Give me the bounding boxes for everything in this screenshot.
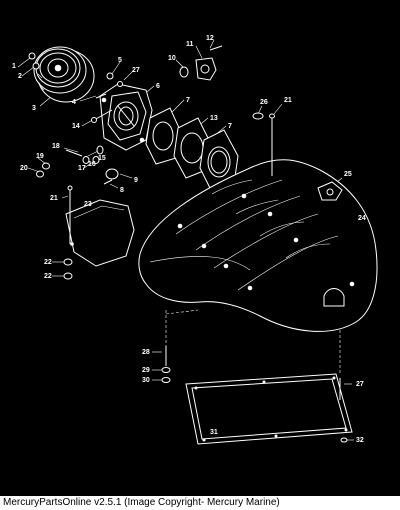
part-number: 20: [20, 165, 28, 172]
lower-stud-drawing: [161, 346, 171, 383]
part-number: 32: [356, 437, 364, 444]
part-number: 9: [134, 177, 138, 184]
part-number: 4: [72, 99, 76, 106]
part-number: 26: [260, 99, 268, 106]
part-number: 27: [132, 67, 140, 74]
part-number: 24: [358, 215, 366, 222]
part-number: 17: [78, 165, 86, 172]
part-number: 21: [284, 97, 292, 104]
exploded-parts-diagram: 1 2 3 4 5 6 7 7 8 9 10 11 12 13 14 15 16…: [12, 35, 378, 445]
fastener-drawings: [36, 145, 119, 185]
part-number: 22: [44, 273, 52, 280]
part-number: 13: [210, 115, 218, 122]
part-number: 7: [228, 123, 232, 130]
sensor-drawing: [179, 45, 223, 81]
part-number: 25: [344, 171, 352, 178]
pulley-drawing: [28, 46, 95, 103]
part-number: 10: [168, 55, 176, 62]
part-number: 7: [186, 97, 190, 104]
part-number: 2: [18, 73, 22, 80]
part-number: 28: [142, 349, 150, 356]
plate-gasket-drawing: [185, 373, 353, 445]
part-number-labels: 1 2 3 4 5 6 7 7 8 9 10 11 12 13 14 15 16…: [12, 35, 366, 444]
copyright-caption: MercuryPartsOnline v2.5.1 (Image Copyrig…: [0, 496, 400, 510]
part-number: 12: [206, 35, 214, 42]
gasket-drawings: [145, 107, 239, 193]
part-number: 6: [156, 83, 160, 90]
clip-drawing: [317, 181, 343, 201]
part-number: 23: [84, 201, 92, 208]
part-number: 8: [120, 187, 124, 194]
part-number: 3: [32, 105, 36, 112]
part-number: 19: [36, 153, 44, 160]
stud-drawing: [252, 112, 275, 176]
part-number: 21: [50, 195, 58, 202]
throttle-body-drawing: [91, 72, 153, 151]
part-number: 5: [118, 57, 122, 64]
part-number: 27: [356, 381, 364, 388]
part-number: 22: [44, 259, 52, 266]
part-number: 29: [142, 367, 150, 374]
part-number: 16: [88, 161, 96, 168]
part-number: 11: [186, 41, 194, 48]
part-number: 18: [52, 143, 60, 150]
part-number: 14: [72, 123, 80, 130]
part-number: 1: [12, 63, 16, 70]
manifold-drawing: [138, 159, 378, 332]
part-number: 30: [142, 377, 150, 384]
bracket-drawing: [63, 185, 135, 280]
part-number: 31: [210, 429, 218, 436]
alignment-lines: [165, 309, 341, 374]
part-number: 15: [98, 155, 106, 162]
